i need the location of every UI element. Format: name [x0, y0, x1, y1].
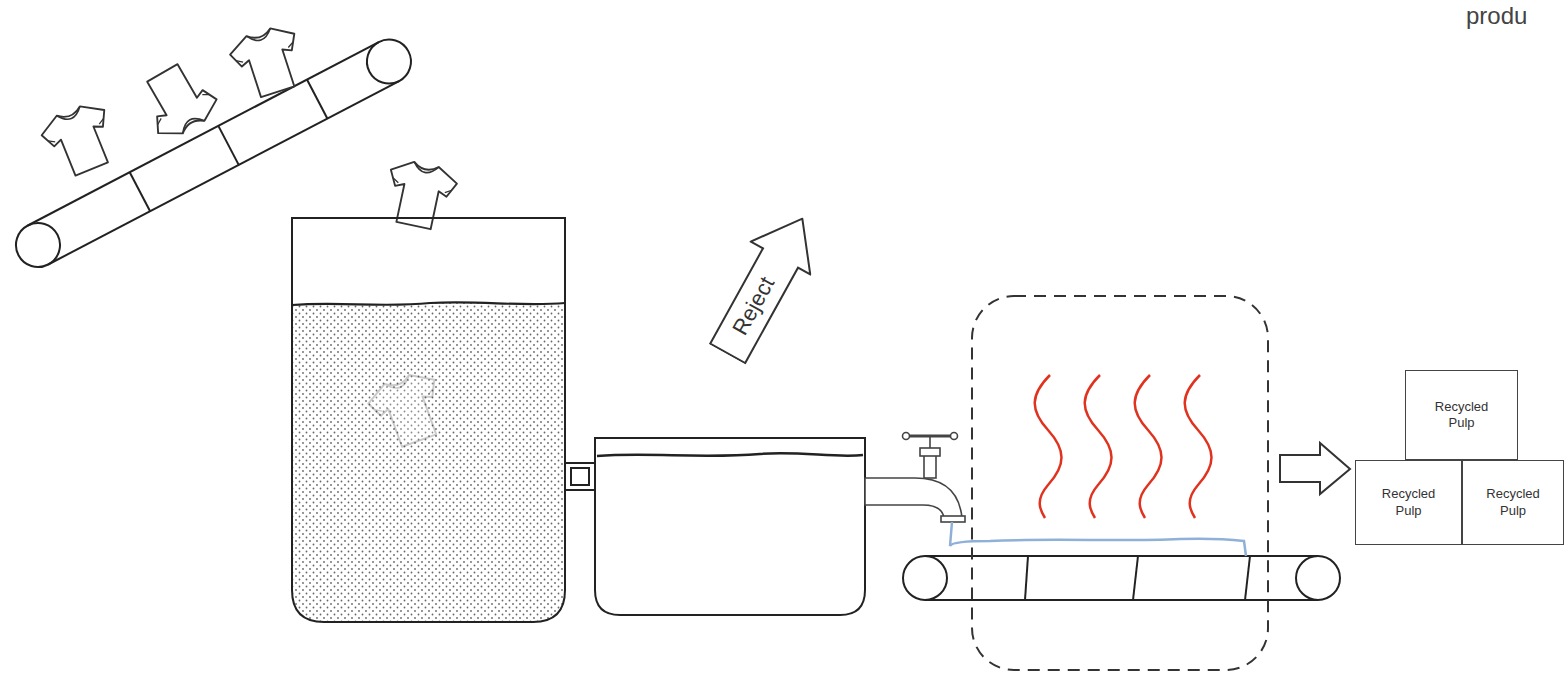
pulp-bale: Recycled Pulp	[1405, 370, 1518, 460]
bale-label: Recycled Pulp	[1427, 399, 1497, 432]
input-conveyor	[8, 32, 418, 275]
dryer-enclosure	[972, 296, 1268, 670]
t-shirts	[37, 22, 460, 233]
arrow-shape	[698, 202, 832, 370]
bale-label: Recycled Pulp	[1478, 486, 1548, 519]
holding-tank	[595, 438, 865, 615]
tap	[865, 433, 965, 523]
output-arrow	[1280, 443, 1350, 494]
pulp-layer	[950, 522, 1246, 556]
page-label: produ	[1466, 2, 1527, 30]
bale-label: Recycled Pulp	[1374, 486, 1444, 519]
reject-arrow: Reject	[697, 201, 834, 371]
arrow-label: Reject	[710, 248, 798, 364]
pulp-bale: Recycled Pulp	[1355, 460, 1462, 545]
pulping-tank	[292, 218, 565, 622]
heat-waves	[1035, 375, 1212, 518]
drying-conveyor	[903, 556, 1340, 600]
connecting-pipe	[565, 463, 595, 490]
pulp-bale: Recycled Pulp	[1462, 460, 1564, 545]
